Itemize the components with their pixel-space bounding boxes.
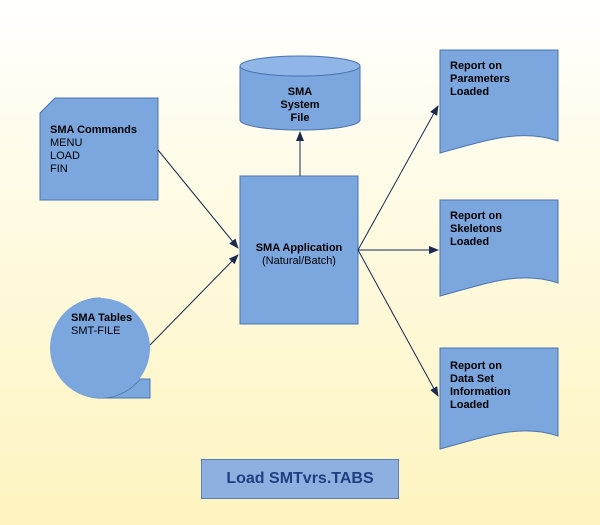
report-line: Data Set <box>450 373 495 385</box>
report-skeletons-label: Report on Skeletons Loaded <box>450 210 502 249</box>
report-line: Report on <box>450 360 502 372</box>
report-line: Parameters <box>450 73 510 85</box>
tables-sub: SMT-FILE <box>71 325 121 337</box>
commands-title: SMA Commands <box>50 124 137 136</box>
diagram-caption: Load SMTvrs.TABS <box>201 459 399 499</box>
report-skeletons-shape <box>439 199 559 297</box>
report-parameters-shape <box>439 49 559 154</box>
command-item: MENU <box>50 137 83 149</box>
command-item: FIN <box>50 163 68 175</box>
arrow-tables-to-application <box>149 254 239 346</box>
system-file-line3: File <box>290 112 310 124</box>
application-box <box>239 175 359 325</box>
system-file-label: SMA System File <box>260 86 340 125</box>
report-line: Loaded <box>450 399 490 411</box>
application-title: SMA Application <box>255 242 343 254</box>
report-dataset-label: Report on Data Set Information Loaded <box>450 360 511 412</box>
report-dataset-shape <box>439 347 559 450</box>
system-file-line2: System <box>280 99 320 111</box>
commands-label: SMA Commands MENU LOAD FIN <box>50 124 137 176</box>
application-label: SMA Application (Natural/Batch) <box>240 242 358 268</box>
report-line: Report on <box>450 210 502 222</box>
command-item: LOAD <box>50 150 80 162</box>
report-line: Report on <box>450 60 502 72</box>
tables-title: SMA Tables <box>71 312 133 324</box>
report-line: Loaded <box>450 86 490 98</box>
system-file-line1: SMA <box>287 86 313 98</box>
application-sub: (Natural/Batch) <box>262 255 336 267</box>
arrow-application-to-report-parameters <box>357 105 439 251</box>
arrow-commands-to-application <box>157 149 239 249</box>
tables-label: SMA Tables SMT-FILE <box>71 312 132 338</box>
commands-card-shape <box>39 97 159 201</box>
system-file-cylinder <box>239 55 361 131</box>
report-line: Information <box>450 386 511 398</box>
report-line: Skeletons <box>450 223 502 235</box>
report-line: Loaded <box>450 236 490 248</box>
arrow-application-to-report-dataset <box>357 249 439 397</box>
report-parameters-label: Report on Parameters Loaded <box>450 60 510 99</box>
